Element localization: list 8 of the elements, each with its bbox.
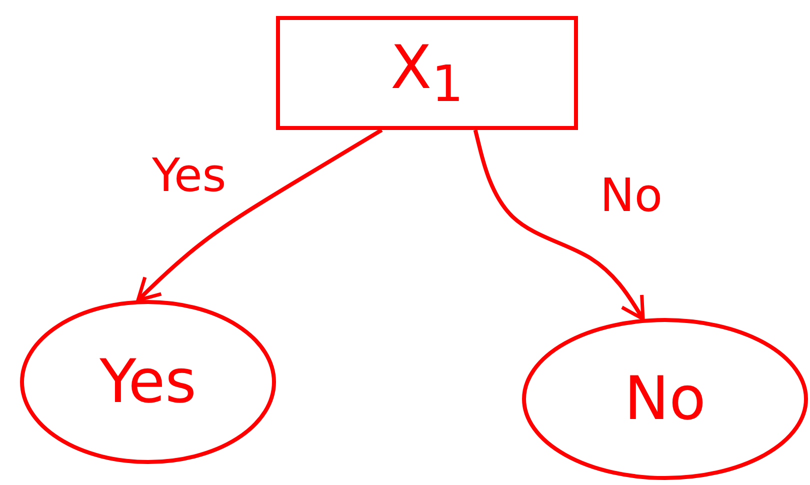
node-label: Yes xyxy=(100,352,196,412)
arrow xyxy=(473,130,645,321)
node-label: X$_{1}$ xyxy=(390,38,464,108)
decision-box xyxy=(276,16,578,130)
arrow xyxy=(136,128,383,302)
outcome-ellipse xyxy=(20,300,276,464)
node-label: No xyxy=(624,369,706,429)
outcome-ellipse xyxy=(522,318,808,480)
